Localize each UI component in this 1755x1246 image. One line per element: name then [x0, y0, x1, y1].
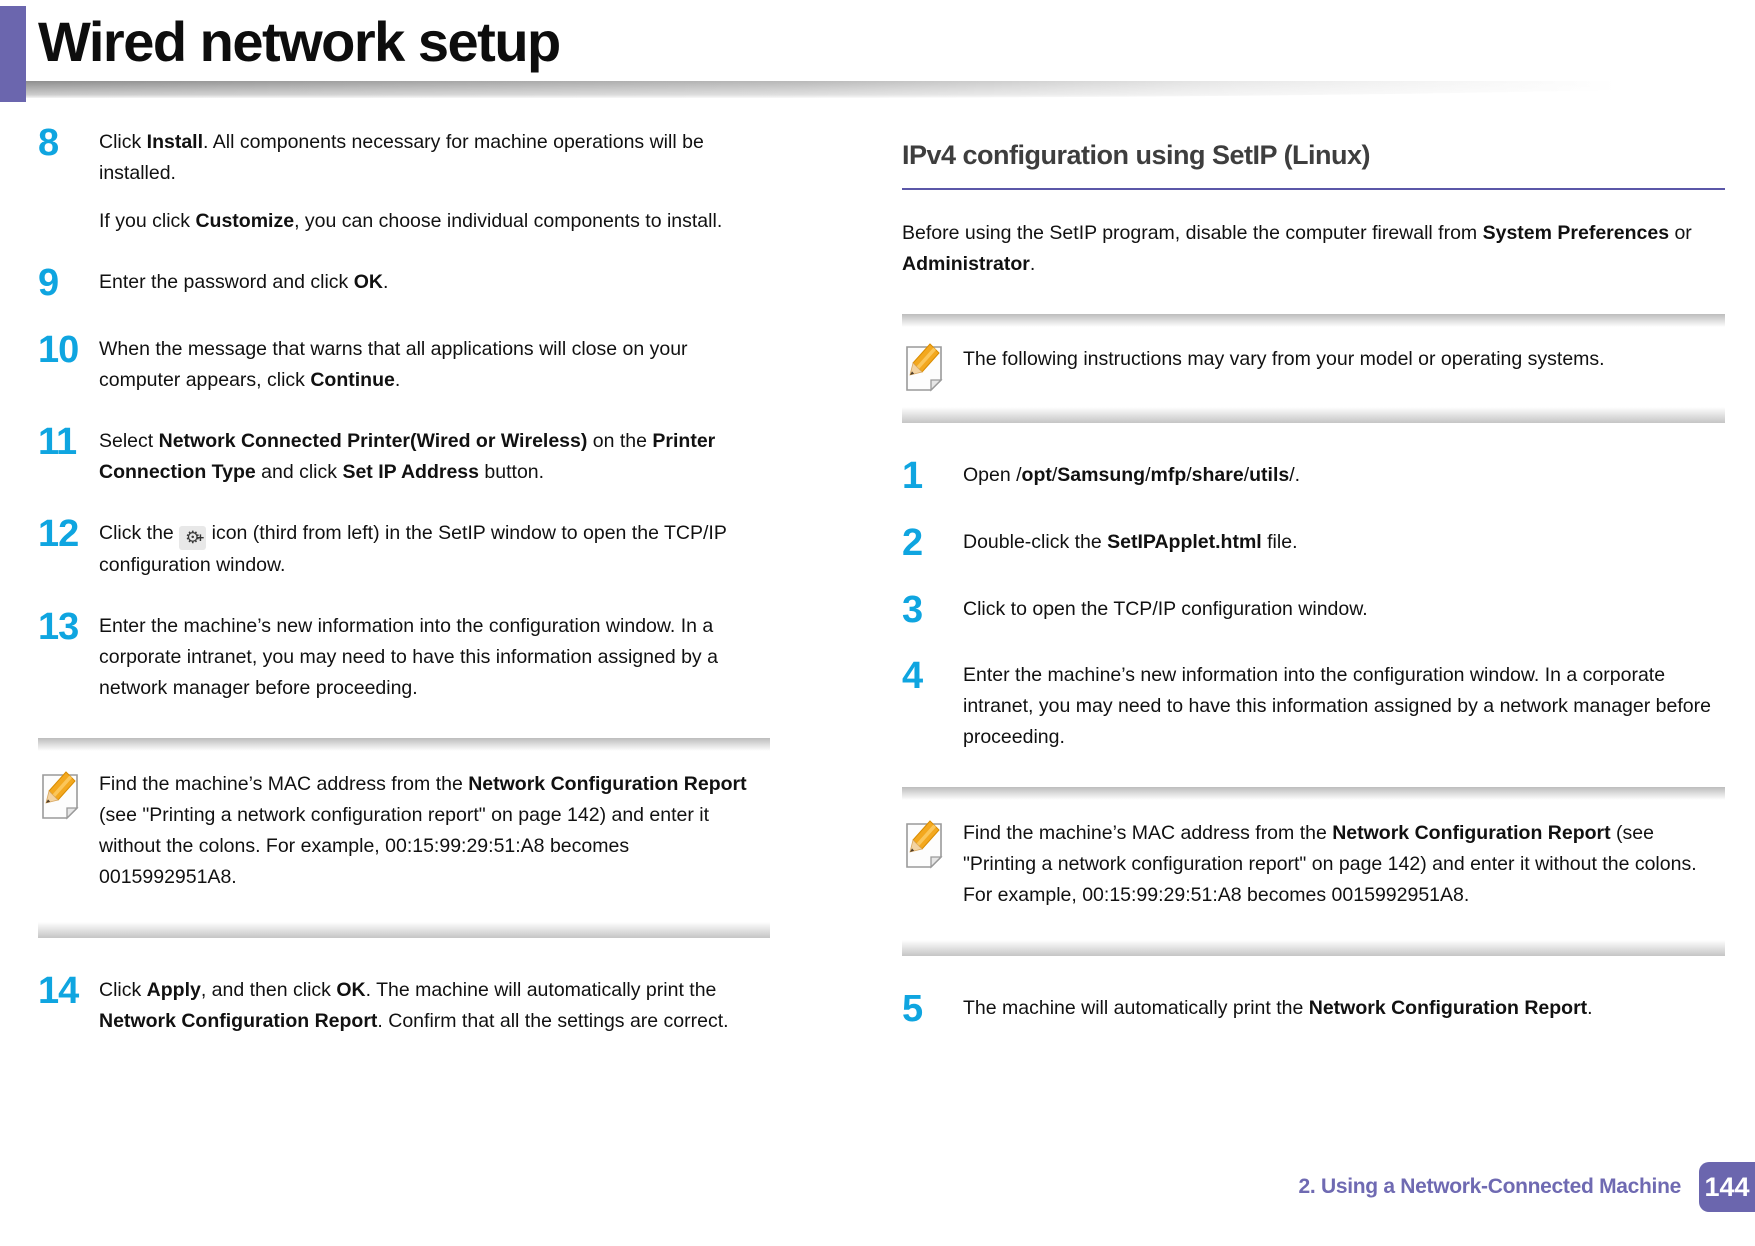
- step-paragraph: Enter the machine’s new information into…: [99, 614, 718, 699]
- right-column: IPv4 configuration using SetIP (Linux) B…: [902, 124, 1725, 1064]
- step-9: 9 Enter the password and click OK.: [38, 261, 770, 304]
- note-border-bottom: [902, 406, 1725, 423]
- step-text: When the message that warns that all app…: [99, 331, 770, 396]
- step-paragraph: Open /opt/Samsung/mfp/share/utils/.: [963, 463, 1301, 486]
- step-paragraph: Double-click the SetIPApplet.html file.: [963, 530, 1298, 553]
- step-paragraph: Click to open the TCP/IP configuration w…: [963, 597, 1368, 620]
- step-text: Click to open the TCP/IP configuration w…: [963, 591, 1725, 631]
- step-paragraph: When the message that warns that all app…: [99, 337, 688, 391]
- step-paragraph: Click Install. All components necessary …: [99, 130, 704, 184]
- step-paragraph: Click the icon (third from left) in the …: [99, 518, 770, 581]
- step-number: 3: [902, 588, 923, 631]
- step-number: 14: [38, 969, 79, 1012]
- accent-bar: [0, 6, 26, 102]
- step-5: 5 The machine will automatically print t…: [902, 990, 1725, 1030]
- step-paragraph: Select Network Connected Printer(Wired o…: [99, 429, 716, 483]
- step-1: 1 Open /opt/Samsung/mfp/share/utils/.: [902, 454, 1725, 497]
- step-text: The machine will automatically print the…: [963, 990, 1725, 1030]
- step-number: 2: [902, 521, 923, 564]
- note-paragraph: Find the machine’s MAC address from the …: [963, 822, 1697, 907]
- step-13: 13 Enter the machine’s new information i…: [38, 605, 770, 704]
- step-2: 2 Double-click the SetIPApplet.html file…: [902, 521, 1725, 564]
- page-footer: 2. Using a Network-Connected Machine 144: [1299, 1162, 1755, 1212]
- step-number: 11: [38, 420, 77, 463]
- content: 8 Click Install. All components necessar…: [0, 98, 1755, 1064]
- step-paragraph: Enter the machine’s new information into…: [963, 664, 1711, 749]
- step-number: 13: [38, 605, 79, 648]
- step-text: Enter the password and click OK.: [99, 264, 770, 304]
- note-pencil-icon: [906, 820, 943, 870]
- title-divider: [26, 80, 1755, 98]
- step-text: Enter the machine’s new information into…: [963, 657, 1725, 753]
- note-border-top: [902, 787, 1725, 801]
- note-border-top: [902, 313, 1725, 327]
- note-paragraph: The following instructions may vary from…: [963, 347, 1605, 370]
- left-column: 8 Click Install. All components necessar…: [38, 121, 770, 1064]
- step-text: Select Network Connected Printer(Wired o…: [99, 423, 770, 488]
- step-paragraph: Click Apply, and then click OK. The mach…: [99, 978, 729, 1032]
- note-text: The following instructions may vary from…: [963, 344, 1721, 392]
- step-11: 11 Select Network Connected Printer(Wire…: [38, 420, 770, 488]
- note-pencil-icon: [42, 770, 79, 820]
- page-title: Wired network setup: [38, 10, 561, 73]
- step-3: 3 Click to open the TCP/IP configuration…: [902, 588, 1725, 631]
- note-pencil-icon: [906, 343, 943, 392]
- intro-paragraph: Before using the SetIP program, disable …: [902, 221, 1692, 275]
- step-text: Open /opt/Samsung/mfp/share/utils/.: [963, 457, 1725, 497]
- note-text: Find the machine’s MAC address from the …: [99, 769, 766, 910]
- note-border-bottom: [902, 940, 1725, 957]
- footer-chapter-label: 2. Using a Network-Connected Machine: [1298, 1175, 1682, 1198]
- step-text: Enter the machine’s new information into…: [99, 608, 770, 704]
- step-number: 4: [902, 655, 923, 698]
- note-text: Find the machine’s MAC address from the …: [963, 818, 1721, 928]
- note-box-instructions-vary: The following instructions may vary from…: [902, 313, 1725, 423]
- step-paragraph: The machine will automatically print the…: [963, 997, 1593, 1020]
- step-10: 10 When the message that warns that all …: [38, 328, 770, 396]
- step-number: 5: [902, 988, 923, 1031]
- step-text: Click Apply, and then click OK. The mach…: [99, 972, 770, 1037]
- section-intro: Before using the SetIP program, disable …: [902, 218, 1725, 280]
- note-border-top: [38, 737, 770, 751]
- step-number: 8: [38, 121, 59, 164]
- step-number: 10: [38, 328, 79, 371]
- step-8: 8 Click Install. All components necessar…: [38, 121, 770, 237]
- step-text: Double-click the SetIPApplet.html file.: [963, 524, 1725, 564]
- step-text: Click the icon (third from left) in the …: [99, 515, 770, 581]
- step-text: Click Install. All components necessary …: [99, 124, 770, 237]
- note-box-mac-address: Find the machine’s MAC address from the …: [902, 787, 1725, 957]
- step-14: 14 Click Apply, and then click OK. The m…: [38, 969, 770, 1037]
- note-box-mac-address: Find the machine’s MAC address from the …: [38, 737, 770, 938]
- section-heading: IPv4 configuration using SetIP (Linux): [902, 140, 1725, 190]
- step-4: 4 Enter the machine’s new information in…: [902, 657, 1725, 753]
- step-number: 12: [38, 512, 79, 555]
- step-paragraph: If you click Customize, you can choose i…: [99, 209, 723, 232]
- step-number: 9: [38, 261, 59, 304]
- step-12: 12 Click the icon (third from left) in t…: [38, 512, 770, 581]
- step-number: 1: [902, 454, 923, 497]
- note-paragraph: Find the machine’s MAC address from the …: [99, 772, 747, 888]
- note-border-bottom: [38, 921, 770, 938]
- gear-plus-icon: [179, 522, 207, 553]
- step-paragraph: Enter the password and click OK.: [99, 270, 389, 293]
- footer-page-number: 144: [1699, 1162, 1755, 1212]
